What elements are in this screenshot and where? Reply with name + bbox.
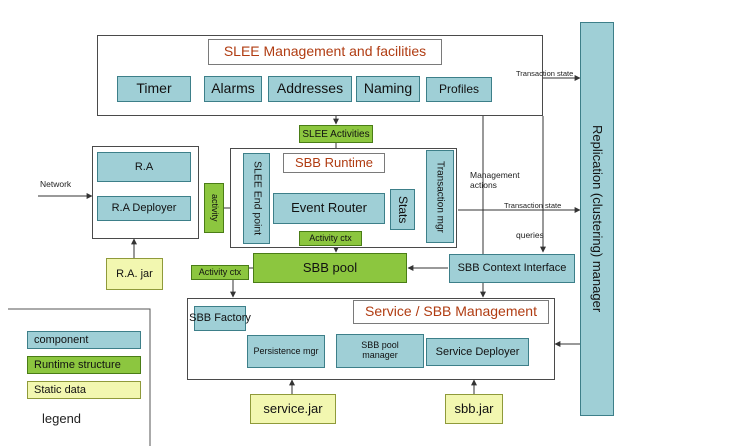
service-management-title: Service / SBB Management [353, 300, 549, 324]
service-jar-box: service.jar [250, 394, 336, 424]
transaction-state-top-label: Transaction state [516, 69, 574, 78]
replication-manager-box: Replication (clustering) manager [580, 22, 614, 416]
slee-end-point-label: SLEE End point [251, 161, 264, 236]
ra-jar-box: R.A. jar [106, 258, 163, 290]
management-actions-text: Management actions [470, 170, 520, 190]
transaction-mgr-label: Transaction mgr [434, 160, 446, 233]
activity-label: activity [209, 194, 220, 222]
ra-deployer-box: R.A Deployer [97, 196, 191, 221]
timer-box: Timer [117, 76, 191, 102]
stats-box: Stats [390, 189, 415, 230]
sbb-factory-box: SBB Factory [189, 306, 251, 331]
sbb-pool-manager-box: SBB pool manager [336, 334, 424, 368]
activity-box: activity [204, 183, 224, 233]
activity-ctx-side-box: Activity ctx [191, 265, 249, 280]
queries-label: queries [516, 230, 544, 240]
alarms-box: Alarms [204, 76, 262, 102]
network-label: Network [40, 179, 72, 189]
activity-ctx-box: Activity ctx [299, 231, 362, 246]
ra-box: R.A [97, 152, 191, 182]
legend-runtime-swatch: Runtime structure [27, 356, 141, 374]
transaction-state-mid-label: Transaction state [504, 201, 562, 210]
sbb-context-interface-box: SBB Context Interface [449, 254, 575, 283]
legend-static-swatch: Static data [27, 381, 141, 399]
slee-end-point-box: SLEE End point [243, 153, 270, 244]
sbb-runtime-title: SBB Runtime [283, 153, 385, 173]
management-actions-label: Management actions [470, 170, 534, 191]
transaction-mgr-box: Transaction mgr [426, 150, 454, 243]
legend-component-swatch: component [27, 331, 141, 349]
event-router-box: Event Router [273, 193, 385, 224]
naming-box: Naming [356, 76, 420, 102]
service-deployer-box: Service Deployer [426, 338, 529, 366]
stats-label: Stats [396, 195, 411, 224]
sbb-pool-manager-label: SBB pool manager [361, 340, 399, 360]
replication-manager-label: Replication (clustering) manager [590, 125, 606, 313]
addresses-box: Addresses [268, 76, 352, 102]
persistence-mgr-box: Persistence mgr [247, 335, 325, 368]
sbb-pool-box: SBB pool [253, 253, 407, 283]
profiles-box: Profiles [426, 77, 492, 102]
sbb-jar-box: sbb.jar [445, 394, 503, 424]
management-title: SLEE Management and facilities [208, 39, 442, 65]
slee-activities-box: SLEE Activities [299, 125, 373, 143]
legend-title: legend [42, 411, 82, 426]
